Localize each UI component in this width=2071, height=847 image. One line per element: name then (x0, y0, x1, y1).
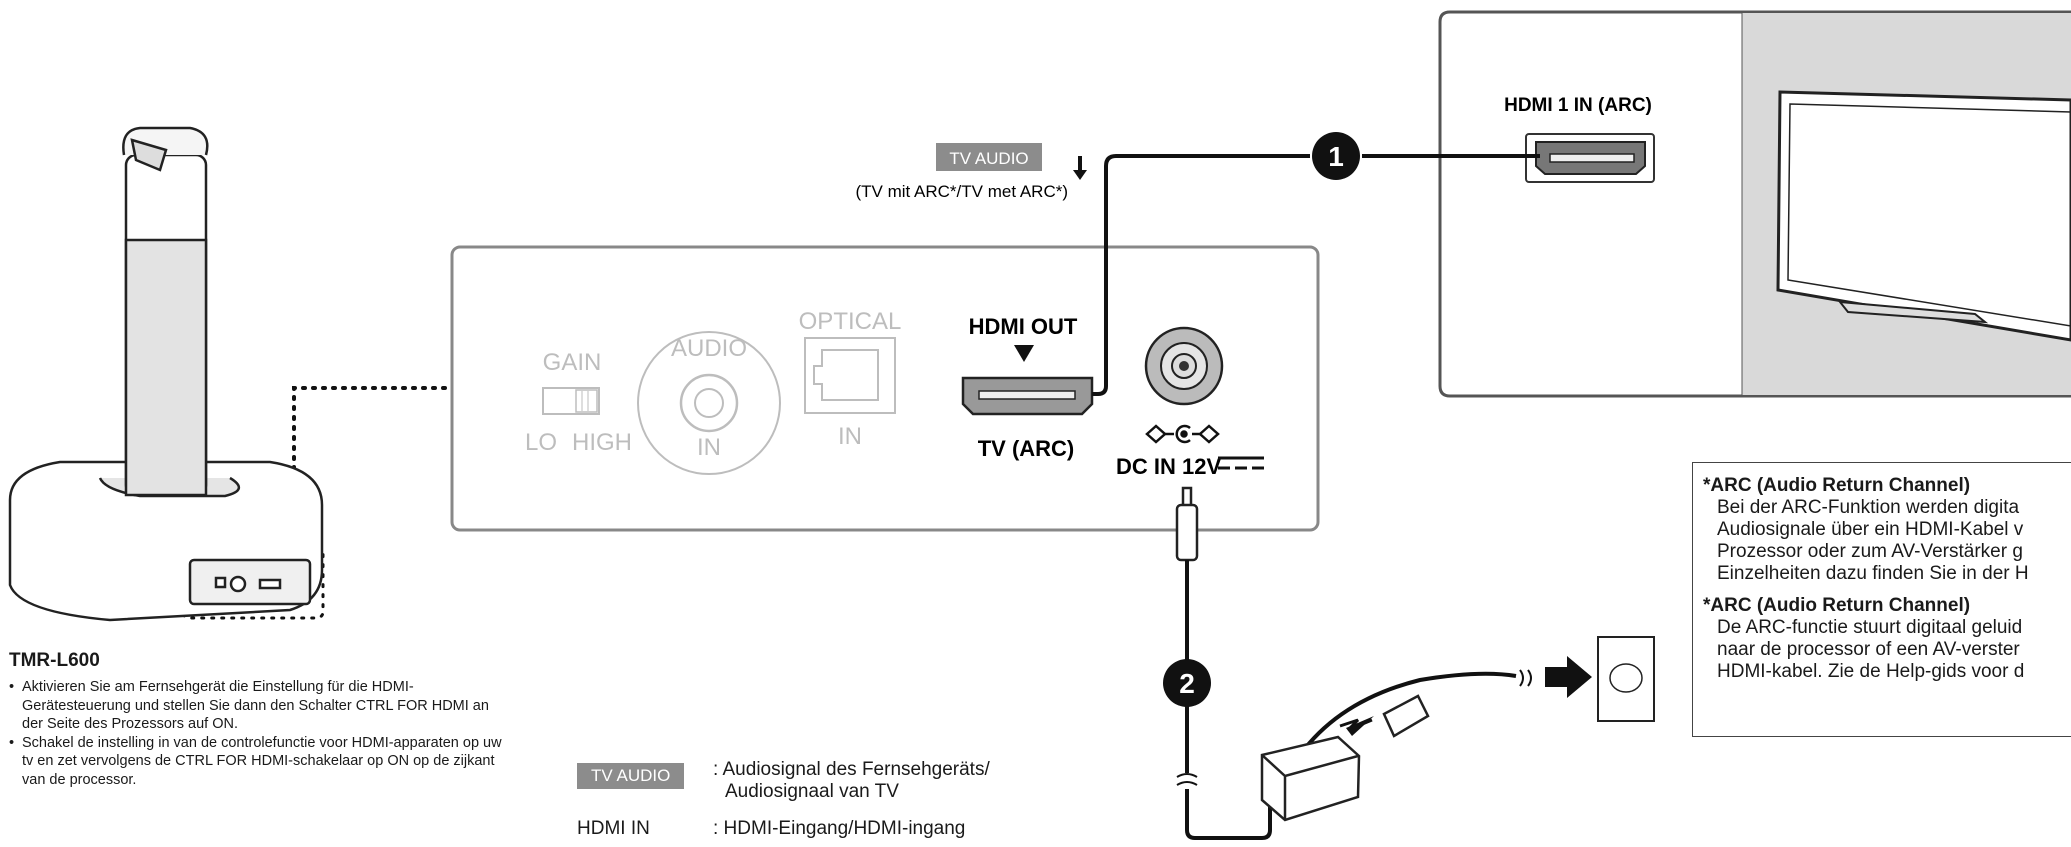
down-triangle-icon (1014, 345, 1034, 362)
wall-outlet-icon (1597, 636, 1655, 722)
hdmi-cable (1092, 154, 1540, 396)
arc-title-nl: ARC (Audio Return Channel) (1710, 595, 1971, 616)
model-name: TMR-L600 (9, 650, 100, 671)
outlet-arrow-icon (1545, 656, 1592, 698)
step-1-badge: 1 (1312, 132, 1360, 180)
tv-audio-indicator: TV AUDIO (TV mit ARC*/TV met ARC*) (855, 143, 1087, 201)
processor-hdmi-port (961, 376, 1094, 416)
svg-text:2: 2 (1179, 668, 1195, 699)
tv-hdmi-port (1525, 133, 1655, 183)
legend-tv-audio-desc: : Audiosignal des Fernsehgeräts/ Audiosi… (713, 759, 990, 802)
arrow-down-icon (1073, 170, 1087, 180)
ac-adapter-icon (1260, 735, 1361, 822)
audio-in-label: IN (697, 434, 721, 461)
legend-hdmi-in-term: HDMI IN (577, 818, 650, 839)
hdmi-out-label: HDMI OUT (969, 314, 1078, 339)
legend-hdmi-in-desc: : HDMI-Eingang/HDMI-ingang (713, 818, 966, 839)
tv-audio-tag: TV AUDIO (949, 149, 1028, 168)
svg-text:1: 1 (1328, 141, 1344, 172)
optical-label: OPTICAL (799, 308, 902, 335)
gain-high-label: HIGH (572, 429, 632, 456)
legend-tv-audio: TV AUDIO (577, 763, 685, 789)
tv-set-icon (1776, 90, 2071, 342)
headphone-stand-icon (8, 126, 324, 622)
instruction-de: Aktivieren Sie am Fernsehgerät die Einst… (9, 678, 509, 734)
hdmi-1-in-label: HDMI 1 IN (ARC) (1504, 95, 1652, 116)
processor-panel: GAIN LO HIGH AUDIO IN OPTICAL IN HDMI OU… (450, 245, 1320, 532)
cable-break-mark (1176, 669, 1532, 786)
dc-in-jack (1144, 326, 1224, 406)
gain-lo-label: LO (525, 429, 557, 456)
optical-jack (804, 337, 896, 414)
step-2-badge: 2 (1163, 659, 1211, 707)
arc-title-de: ARC (Audio Return Channel) (1710, 475, 1971, 496)
dc-symbol-icon (1218, 456, 1264, 470)
legend-tv-audio-tag: TV AUDIO (577, 763, 685, 789)
gain-label: GAIN (543, 349, 602, 376)
arc-footnote: *ARC (Audio Return Channel) Bei der ARC-… (1692, 462, 2071, 737)
tv-audio-note: (TV mit ARC*/TV met ARC*) (855, 182, 1068, 201)
tv-arc-label: TV (ARC) (978, 436, 1075, 461)
instructions-list: Aktivieren Sie am Fernsehgerät die Einst… (9, 678, 509, 789)
optical-in-label: IN (838, 423, 862, 450)
instruction-nl: Schakel de instelling in van de controle… (9, 734, 509, 790)
tv-area: HDMI 1 IN (ARC) (1438, 10, 2071, 398)
ac-plug-icon (1382, 694, 1430, 738)
gain-switch (542, 387, 600, 415)
polarity-icon (1145, 424, 1220, 444)
audio-label: AUDIO (671, 335, 747, 362)
dc-in-label: DC IN 12V (1116, 454, 1221, 479)
